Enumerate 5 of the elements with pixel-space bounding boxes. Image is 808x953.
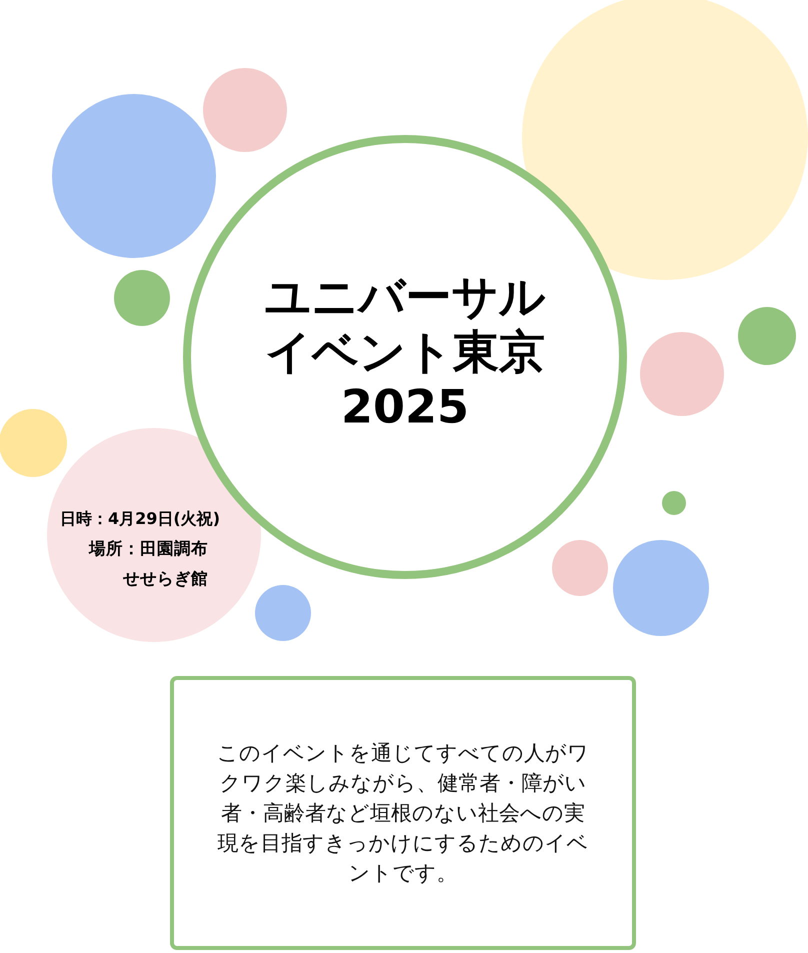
description-box — [170, 676, 636, 950]
description-text: このイベントを通じてすべての人がワクワク楽しみながら、健常者・障がい者・高齢者など垣根のない社会への実現を目指すきっかけにするためのイベントです。 — [216, 740, 590, 887]
title-text: ユニバーサルイベント東京2025 — [264, 270, 546, 435]
event-venue-text: 場所：田園調布せせらぎ館 — [88, 538, 208, 590]
event-date-text: 日時：4月29日(火祝) — [60, 508, 220, 530]
